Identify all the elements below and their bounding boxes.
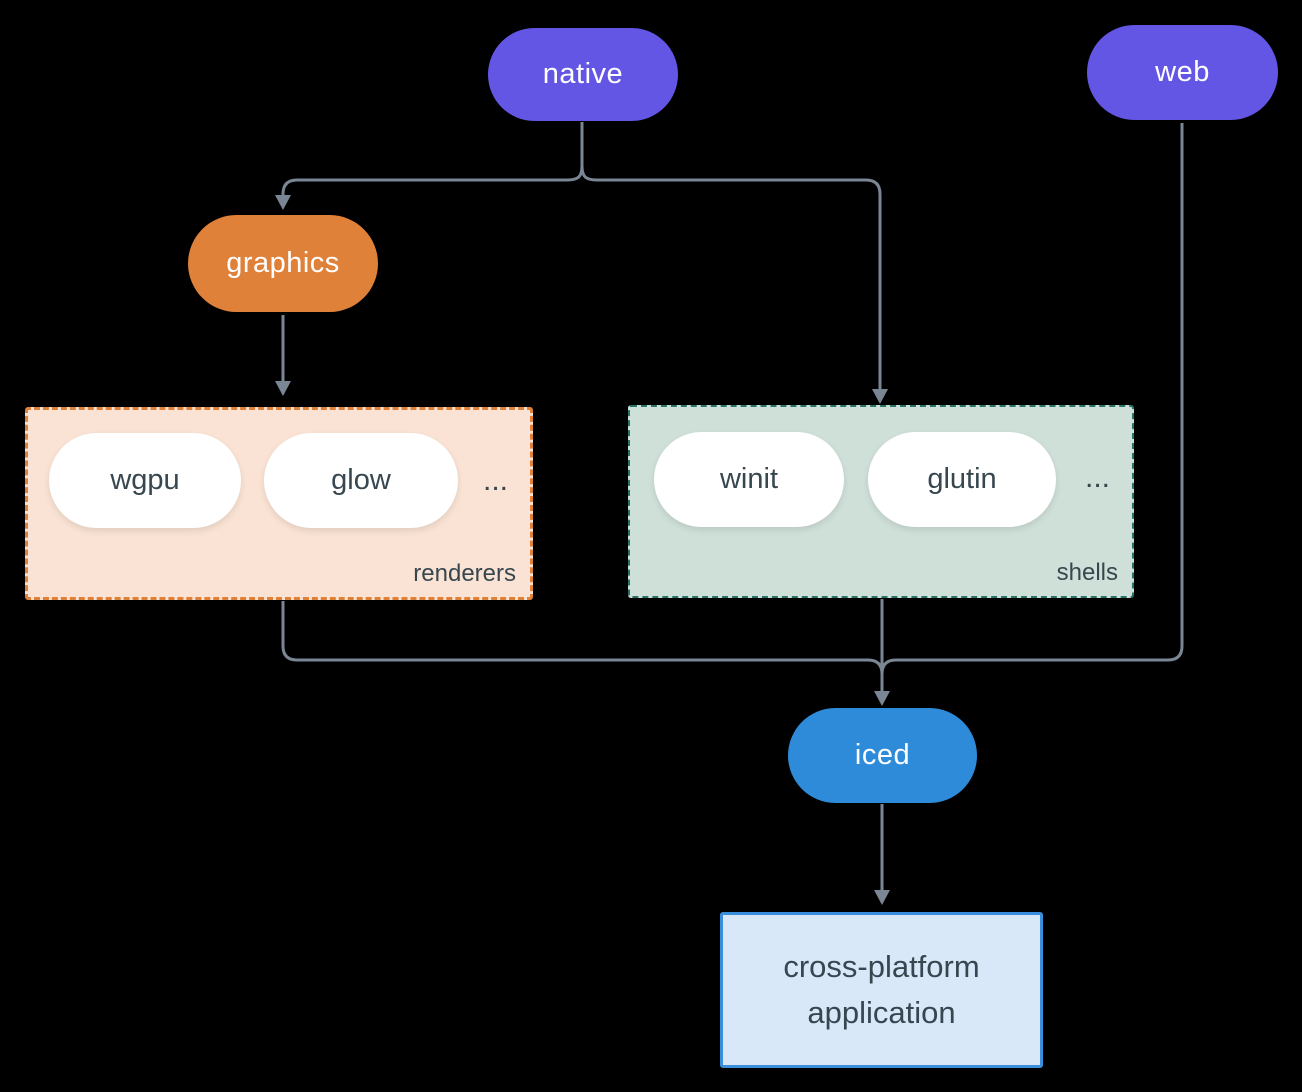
arrowhead-renderers [275,381,291,396]
node-iced-label: iced [854,739,911,771]
node-native: native [488,28,678,121]
node-wgpu: wgpu [49,433,241,528]
arrowhead-application [874,890,890,905]
node-application: cross-platform application [720,912,1043,1068]
node-glow: glow [264,433,458,528]
node-application-line2: application [807,995,956,1030]
edge-native-shells [580,165,882,390]
node-winit-label: winit [719,463,778,495]
arrowhead-iced [874,691,890,706]
node-application-line1: cross-platform [783,949,980,984]
node-wgpu-label: wgpu [110,464,180,496]
edge-web-merge [880,123,1184,675]
node-web: web [1087,25,1278,120]
node-graphics: graphics [188,215,378,312]
node-native-label: native [542,58,624,90]
node-graphics-label: graphics [226,247,340,279]
node-glutin-label: glutin [927,463,997,495]
group-renderers: wgpu glow ... renderers [25,407,533,600]
renderers-group-label: renderers [413,560,516,587]
node-winit: winit [654,432,844,527]
edge-native-graphics [281,165,584,196]
renderers-ellipsis: ... [482,463,508,497]
arrowhead-shells [872,389,888,404]
node-glow-label: glow [331,464,391,496]
edge-renderers-merge [281,601,884,675]
node-web-label: web [1155,56,1210,88]
node-iced: iced [788,708,977,803]
group-shells: winit glutin ... shells [628,405,1134,598]
arrowhead-graphics [275,195,291,210]
shells-ellipsis: ... [1084,460,1110,494]
shells-group-label: shells [1056,559,1118,586]
node-glutin: glutin [868,432,1056,527]
